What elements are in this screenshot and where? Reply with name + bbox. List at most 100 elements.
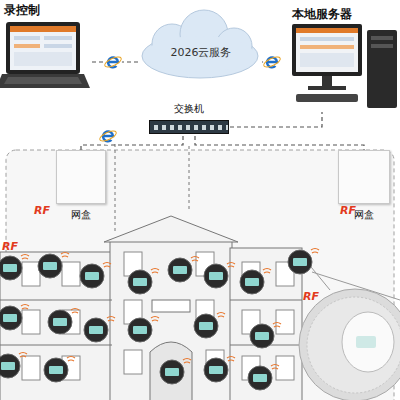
thermostat-display <box>253 374 267 382</box>
icon-ground <box>263 53 281 71</box>
thermostat-display <box>209 272 223 280</box>
screen-row <box>14 52 72 66</box>
node-label: 网盒 <box>71 208 91 222</box>
node-label: 录控制 <box>2 2 92 19</box>
rf-label: RF <box>2 240 18 253</box>
thermostat-display <box>1 362 15 370</box>
icon-orbit <box>262 55 281 69</box>
rf-signal <box>21 255 29 260</box>
window <box>22 262 40 286</box>
door <box>150 342 192 400</box>
icon-ground <box>104 53 122 71</box>
screen-bar <box>296 28 358 33</box>
laptop-screen <box>10 26 76 70</box>
thermostat-display <box>85 272 99 280</box>
thermostat <box>80 264 104 288</box>
server-node: 本地服务器 <box>280 2 398 112</box>
window <box>276 310 294 334</box>
thermostat-display <box>165 368 179 376</box>
pediment <box>104 216 238 242</box>
rf-signal <box>227 357 235 362</box>
node-label: 网盒 <box>354 208 374 222</box>
server <box>292 24 397 108</box>
thermostat-display <box>173 266 187 274</box>
dashed-connector <box>81 136 183 150</box>
thermostat <box>248 366 272 390</box>
icon-ground <box>99 127 117 145</box>
thermostat-display <box>293 258 307 266</box>
thermostat <box>44 358 68 382</box>
screen-row <box>300 45 354 49</box>
screen-row <box>14 44 40 48</box>
wall-texture <box>307 297 400 393</box>
thermostat <box>194 314 218 338</box>
screen-row <box>14 36 40 40</box>
thermostat-display <box>133 326 147 334</box>
switch-node: 交换机 <box>148 102 230 136</box>
laptop-frame <box>6 22 80 74</box>
thermostat <box>48 310 72 334</box>
monitor-screen <box>296 28 358 72</box>
rf-label: RF <box>340 204 356 217</box>
window <box>62 262 80 286</box>
thermostat <box>168 258 192 282</box>
floor-line <box>230 300 302 301</box>
rf-signal <box>19 353 27 358</box>
thermostat-display <box>3 264 17 272</box>
node-label: 本地服务器 <box>280 2 398 23</box>
thermostat-display <box>89 326 103 334</box>
thermostat-display <box>356 336 376 348</box>
thermostat <box>0 256 22 280</box>
drive-bay <box>371 44 393 48</box>
thermostat-display <box>3 314 17 322</box>
laptop <box>0 22 90 88</box>
thermostat-display <box>53 318 67 326</box>
thermostat <box>0 306 22 330</box>
thermostats <box>0 249 319 391</box>
icon-orbit <box>98 129 117 143</box>
thermostat <box>288 250 312 274</box>
thermostat <box>250 324 274 348</box>
thermostat-display <box>133 278 147 286</box>
tower <box>367 30 397 108</box>
dashed-connector <box>195 136 364 150</box>
browser-icon <box>98 127 117 145</box>
thermostat-display <box>245 278 259 286</box>
sign-board <box>152 300 190 312</box>
dashed-connector <box>230 112 322 127</box>
thermostat-display <box>209 366 223 374</box>
thermostat <box>204 358 228 382</box>
screen-row <box>44 44 72 48</box>
rf-signal <box>61 253 69 258</box>
thermostat-large <box>342 312 394 372</box>
thermostat <box>160 360 184 384</box>
laptop-base <box>0 74 90 88</box>
cloud <box>142 10 258 78</box>
rf-signal <box>151 317 159 322</box>
center-block <box>110 240 232 400</box>
rf-signal <box>227 263 235 268</box>
net-box-panel <box>338 150 390 204</box>
screen-row <box>44 36 72 40</box>
window <box>22 356 40 380</box>
thermostat <box>0 354 20 378</box>
rf-label: RF <box>34 204 50 217</box>
rf-signal <box>271 365 279 370</box>
window <box>22 310 40 334</box>
wire <box>115 144 116 232</box>
thermostat-display <box>255 332 269 340</box>
rf-signal <box>311 249 319 254</box>
thermostat <box>38 254 62 278</box>
net-box: 网盒 <box>56 150 106 224</box>
window <box>124 350 142 374</box>
monitor-stand <box>322 76 332 86</box>
floor-line <box>0 345 112 346</box>
rf-signal <box>107 317 115 322</box>
screen-bar <box>10 26 76 32</box>
connector-line <box>195 136 364 150</box>
rf-signal <box>217 313 225 318</box>
detail-circle <box>299 289 400 400</box>
rf-signal <box>21 305 29 310</box>
rf-signal <box>67 357 75 362</box>
